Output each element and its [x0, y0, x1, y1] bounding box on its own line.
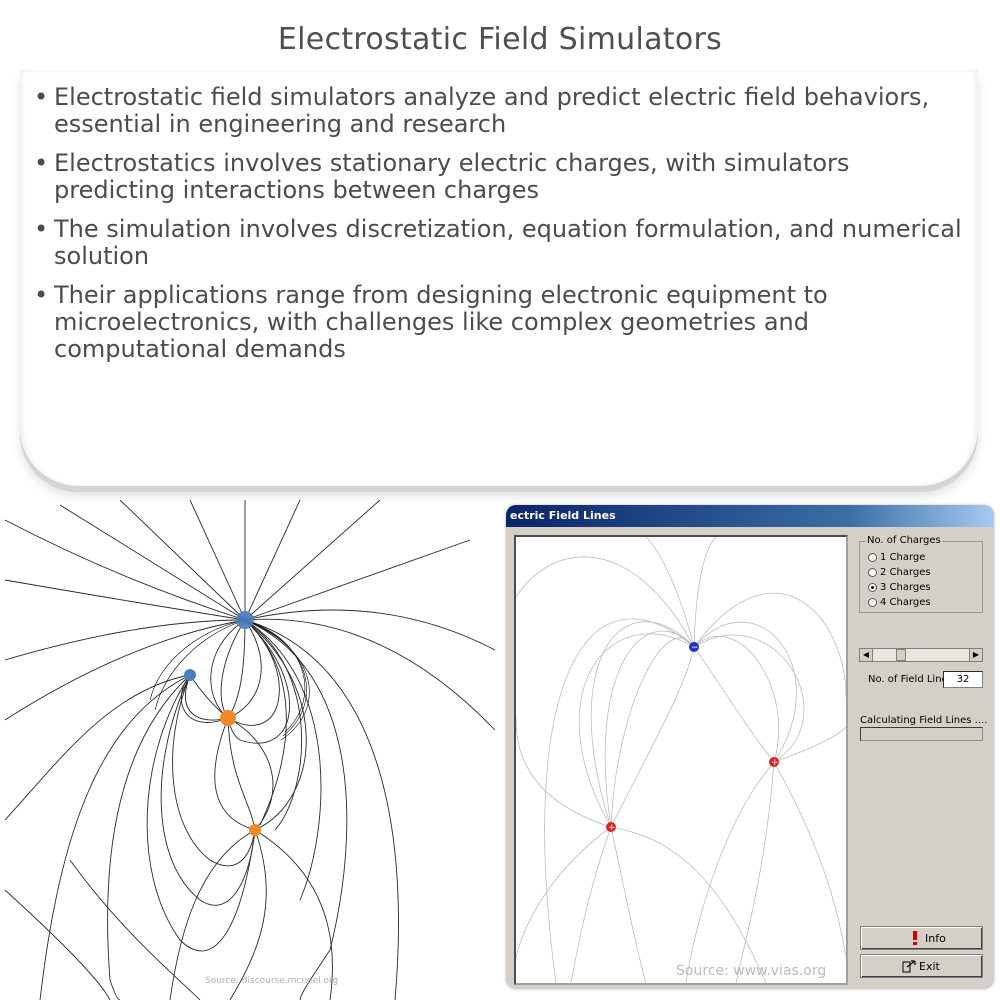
progress-bar: [860, 727, 983, 741]
positive-charge: [606, 822, 616, 832]
radio-4-charges[interactable]: 4 Charges: [868, 597, 931, 608]
radio-icon: [868, 552, 877, 562]
field-line-group: [4, 500, 496, 1000]
exit-button[interactable]: Exit: [860, 954, 983, 978]
charges-groupbox: No. of Charges 1 Charge 2 Charges 3 Char…: [859, 535, 983, 613]
bullet-item: Their applications range from designing …: [32, 282, 962, 363]
dense-line-bundle: [149, 619, 310, 741]
field-canvas[interactable]: − + +: [514, 535, 848, 985]
positive-charge: [769, 757, 779, 767]
slider-thumb[interactable]: [896, 649, 906, 661]
summary-card: [20, 70, 978, 486]
slider-left-arrow-icon[interactable]: ◀: [860, 649, 873, 661]
exclamation-icon: [913, 931, 917, 945]
right-image-source: Source: www.vias.org: [676, 963, 827, 979]
exit-door-icon: [902, 960, 916, 973]
blue-charge: [236, 611, 254, 629]
slider-right-arrow-icon[interactable]: ▶: [969, 649, 982, 661]
window-titlebar[interactable]: ectric Field Lines: [506, 505, 994, 527]
bullet-item: Electrostatic field simulators analyze a…: [32, 84, 962, 138]
radio-3-charges[interactable]: 3 Charges: [868, 582, 931, 593]
charges-group-legend: No. of Charges: [866, 535, 942, 546]
negative-charge: [689, 642, 699, 652]
positive-sign: +: [608, 823, 616, 833]
window-title: ectric Field Lines: [510, 509, 616, 522]
orange-charge: [249, 824, 261, 836]
page-title: Electrostatic Field Simulators: [277, 22, 723, 57]
blue-charge: [184, 669, 196, 681]
bullet-item: Electrostatics involves stationary elect…: [32, 150, 962, 204]
simulator-window: ectric Field Lines: [506, 505, 994, 989]
radio-icon: [868, 597, 877, 607]
orange-charge: [220, 710, 236, 726]
radio-selected-icon: [868, 582, 877, 592]
left-image-source: Source: discourse.mcneel.org: [205, 976, 339, 986]
field-lines-slider[interactable]: ◀ ▶: [859, 648, 983, 662]
radio-1-charge[interactable]: 1 Charge: [868, 552, 925, 563]
field-lines-illustration: [4, 500, 496, 1000]
positive-sign: +: [771, 758, 779, 768]
bullet-item: The simulation involves discretization, …: [32, 216, 962, 270]
info-button-label: Info: [925, 932, 946, 945]
bullet-list: Electrostatic field simulators analyze a…: [32, 84, 962, 375]
status-text: Calculating Field Lines ....: [860, 715, 988, 726]
info-button[interactable]: Info: [860, 926, 983, 950]
negative-sign: −: [691, 643, 699, 653]
radio-icon: [868, 567, 877, 577]
exit-button-label: Exit: [919, 960, 940, 973]
field-lines-input[interactable]: 32: [943, 671, 983, 688]
simulator-field-lines: − + +: [515, 536, 847, 984]
field-lines-label: No. of Field Lines: [868, 674, 953, 685]
radio-2-charges[interactable]: 2 Charges: [868, 567, 931, 578]
